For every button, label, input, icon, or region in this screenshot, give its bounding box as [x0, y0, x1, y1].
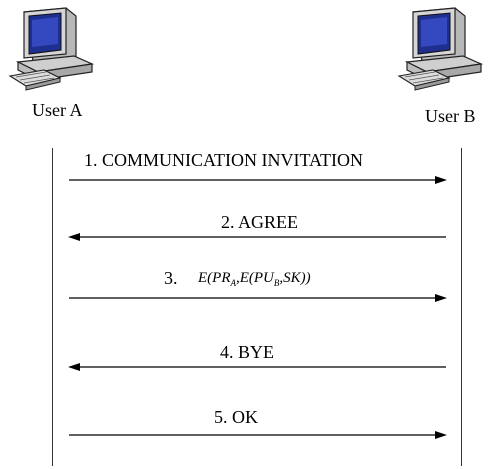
message-label-4: 4. BYE — [220, 342, 274, 362]
message-arrow-4 — [68, 363, 446, 371]
message-label-2: 2. AGREE — [221, 212, 299, 232]
message-label-5: 5. OK — [214, 407, 258, 427]
message-formula-3: E(PRA,E(PUB,SK)) — [198, 270, 311, 288]
user-a-lifeline — [52, 148, 53, 466]
message-label-1: 1. COMMUNICATION INVITATION — [84, 150, 364, 170]
user-b-lifeline — [461, 148, 462, 466]
computer-icon — [397, 7, 484, 91]
message-number-3: 3. — [164, 268, 178, 288]
user-b-label: User B — [425, 106, 476, 126]
message-arrow-2 — [68, 233, 446, 241]
message-arrow-3 — [69, 294, 447, 302]
user-a-label: User A — [32, 100, 83, 120]
message-arrow-1 — [69, 176, 447, 184]
message-arrow-5 — [69, 431, 447, 439]
computer-icon — [8, 7, 95, 91]
